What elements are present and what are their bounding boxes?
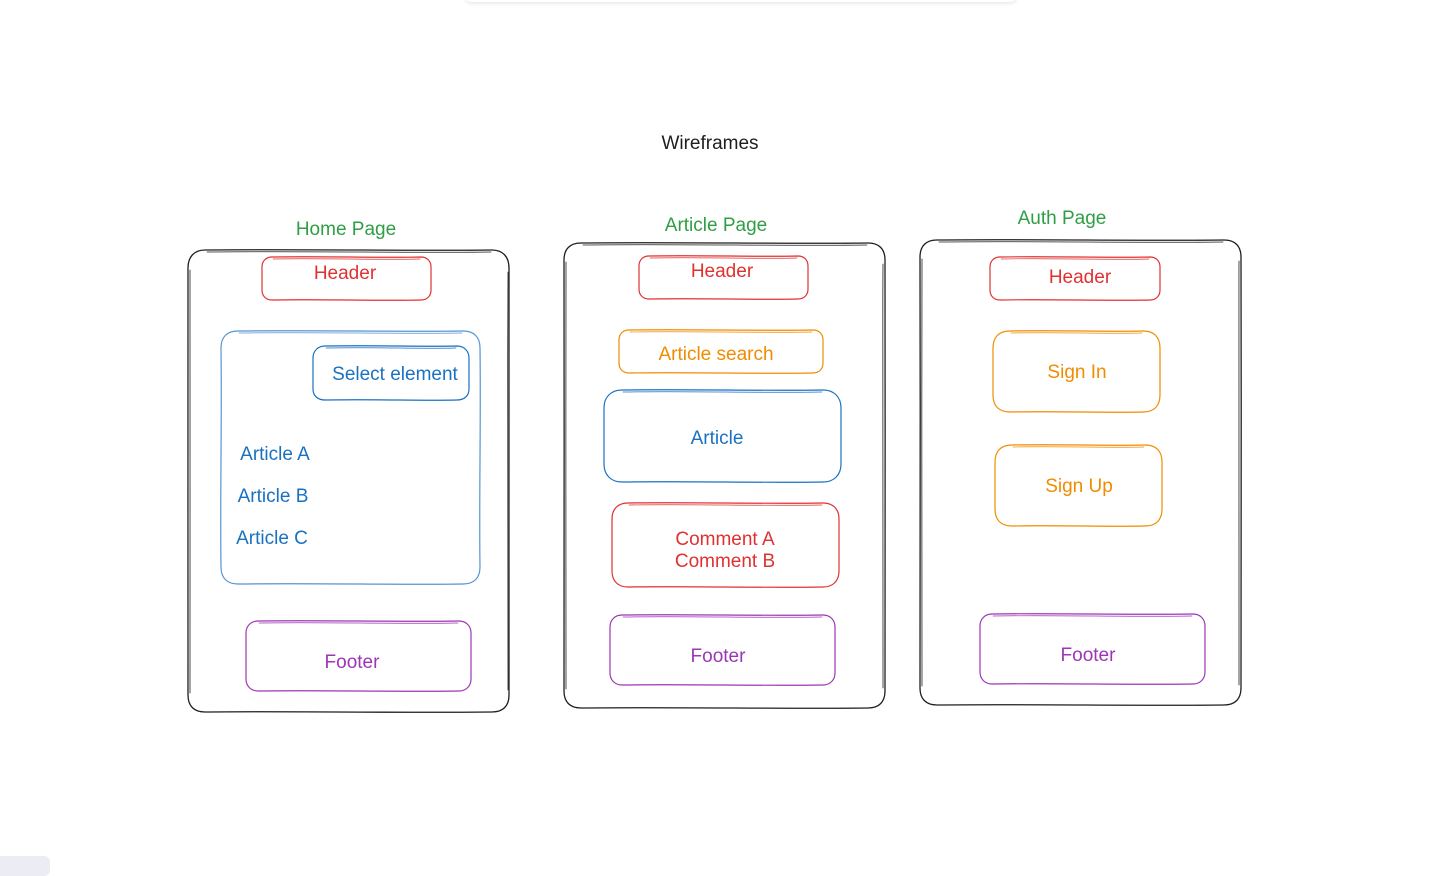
auth-header-label[interactable]: Header (1048, 267, 1112, 288)
select-element-box[interactable] (312, 345, 470, 401)
article-footer-label[interactable]: Footer (690, 646, 746, 667)
article-a-label[interactable]: Article A (240, 444, 310, 465)
article-page-frame[interactable] (563, 242, 886, 709)
article-b-label[interactable]: Article B (237, 486, 309, 507)
select-element-label[interactable]: Select element (332, 364, 458, 385)
home-header-box[interactable] (261, 256, 432, 301)
article-header-label[interactable]: Header (690, 261, 754, 282)
canvas-title[interactable]: Wireframes (661, 133, 759, 154)
sign-up-label[interactable]: Sign Up (1045, 476, 1113, 497)
home-footer-label[interactable]: Footer (324, 652, 380, 673)
article-page-title[interactable]: Article Page (664, 215, 768, 236)
home-page-title[interactable]: Home Page (295, 219, 397, 240)
zoom-controls[interactable] (0, 856, 50, 876)
auth-page-frame[interactable] (919, 239, 1242, 706)
auth-footer-box[interactable] (979, 613, 1206, 685)
home-footer-box[interactable] (245, 620, 472, 692)
auth-footer-label[interactable]: Footer (1060, 645, 1116, 666)
article-box[interactable] (603, 389, 842, 483)
home-page-frame[interactable] (187, 249, 510, 713)
article-footer-box[interactable] (609, 614, 836, 686)
article-search-box[interactable] (618, 329, 824, 374)
home-article-list-box[interactable] (220, 330, 481, 585)
sign-in-label[interactable]: Sign In (1047, 362, 1107, 383)
auth-header-box[interactable] (989, 256, 1161, 301)
sign-in-box[interactable] (992, 330, 1161, 413)
home-header-label[interactable]: Header (313, 263, 377, 284)
article-header-box[interactable] (638, 255, 809, 300)
article-label[interactable]: Article (690, 428, 744, 449)
comments-box[interactable] (611, 502, 840, 588)
article-c-label[interactable]: Article C (236, 528, 308, 549)
sign-up-box[interactable] (994, 444, 1163, 527)
auth-page-title[interactable]: Auth Page (1017, 208, 1107, 229)
toolbar-edge (466, 0, 1016, 2)
comment-b-label[interactable]: Comment B (674, 551, 776, 572)
article-search-label[interactable]: Article search (658, 344, 774, 365)
comment-a-label[interactable]: Comment A (675, 529, 775, 550)
